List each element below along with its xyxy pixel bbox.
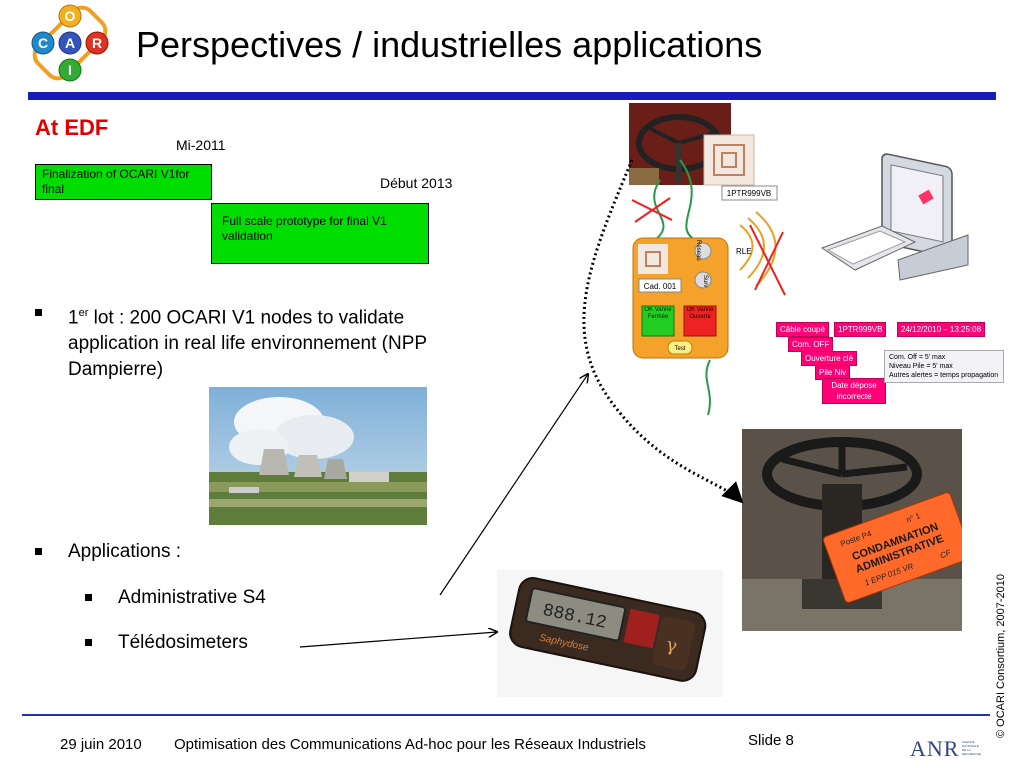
anr-logo-text: ANR — [910, 736, 960, 761]
nuclear-plant-photo — [209, 387, 427, 525]
rle-label: RLE — [736, 247, 752, 256]
section-heading: At EDF — [35, 115, 109, 140]
logo-letter-r: R — [92, 35, 102, 51]
arrow-administrative-to-diagram — [439, 374, 588, 596]
status-red-label: OK Vanne Ouverte — [686, 307, 714, 320]
footer-divider — [22, 714, 990, 716]
footer-date: 29 juin 2010 — [60, 736, 142, 753]
tag-line-4: CF — [939, 548, 953, 560]
logo-letter-o: O — [65, 8, 76, 24]
slide-number: Slide 8 — [748, 732, 794, 749]
node-side-label-surv: Surv — [702, 275, 708, 287]
valve-photo-large: Poste P4 n° 1 CONDAMNATION ADMINISTRATIV… — [742, 429, 962, 631]
timeline-box-1: Finalization of OCARI V1for final — [35, 164, 212, 200]
alert-tag-cable: Câble coupé — [776, 322, 829, 337]
bullet-applications: Applications : — [35, 539, 335, 565]
dotted-arrow-valve — [582, 159, 744, 504]
dosimeter-photo: 888.12 γ Saphydose — [497, 570, 723, 697]
footer-subtitle: Optimisation des Communications Ad-hoc p… — [174, 736, 646, 753]
bullet-square — [35, 309, 42, 316]
bullet-square — [35, 548, 42, 555]
anr-logo: ANR AGENCE NATIONALE DE LA RECHERCHE — [910, 736, 981, 766]
ocari-logo: O C A R I — [31, 4, 109, 82]
copyright-vertical: © OCARI Consortium, 2007-2010 — [995, 573, 1007, 738]
bullet-teledosimeters-text: Télédosimeters — [118, 632, 248, 653]
bullet-teledosimeters: Télédosimeters — [85, 630, 385, 656]
node-side-label-reseau: Réseau — [695, 240, 701, 261]
bullet-first-lot-text: 1er lot : 200 OCARI V1 nodes to validate… — [68, 300, 427, 383]
anr-logo-subtext: AGENCE NATIONALE DE LA RECHERCHE — [962, 740, 982, 756]
node-cad-label: Cad. 001 — [644, 282, 677, 291]
logo-letter-a: A — [65, 35, 75, 51]
alert-tag-date: Date dépose incorrecte — [822, 378, 886, 404]
alert-info-line: Niveau Pile = 5' max — [889, 363, 953, 370]
bullet-square — [85, 594, 92, 601]
bullet-applications-text: Applications : — [68, 541, 182, 562]
network-diagram: 1PTR999VB Réseau Surv Cad. 001 OK Vanne … — [631, 134, 969, 416]
timeline-date-2: Début 2013 — [380, 175, 453, 191]
bullet-first-lot-line2: application in real life environnement (… — [68, 333, 428, 355]
alert-tag-node-id: 1PTR999VB — [834, 322, 887, 337]
arrow-teledosimeter-to-photo — [299, 632, 497, 648]
bullet-first-lot-line3: Dampierre) — [68, 359, 164, 381]
bullet-first-lot: 1er lot : 200 OCARI V1 nodes to validate… — [35, 300, 515, 382]
timeline-date-1: Mi-2011 — [176, 137, 226, 153]
bullet-first-lot-number: 1 — [68, 307, 79, 329]
bullet-first-lot-line1: lot : 200 OCARI V1 nodes to validate — [88, 307, 405, 329]
bullet-administrative: Administrative S4 — [85, 585, 385, 611]
alert-info-line: Autres alertes = temps propagation — [889, 372, 999, 379]
logo-letter-c: C — [38, 35, 48, 51]
bullet-square — [85, 639, 92, 646]
alert-info-box: Com. Off = 5' max Niveau Pile = 5' max A… — [884, 350, 1004, 383]
alert-tag-timestamp: 24/12/2010 – 13:25:08 — [897, 322, 986, 337]
node-test-button: Test — [674, 346, 685, 352]
dosimeter-gamma-symbol: γ — [664, 634, 679, 657]
slide-title: Perspectives / industrielles application… — [136, 24, 763, 65]
title-underline-bar — [28, 92, 996, 100]
logo-letter-i: I — [68, 62, 72, 78]
status-green-label: OK Vanne Fermée — [644, 307, 672, 320]
bullet-first-lot-sup: er — [78, 307, 89, 319]
bullet-administrative-text: Administrative S4 — [118, 587, 266, 608]
timeline-box-2: Full scale prototype for final V1 valida… — [211, 203, 429, 264]
alert-tag-com-off: Com. OFF — [788, 337, 834, 352]
node-id-label: 1PTR999VB — [727, 189, 771, 198]
alert-info-line: Com. Off = 5' max — [889, 354, 946, 361]
